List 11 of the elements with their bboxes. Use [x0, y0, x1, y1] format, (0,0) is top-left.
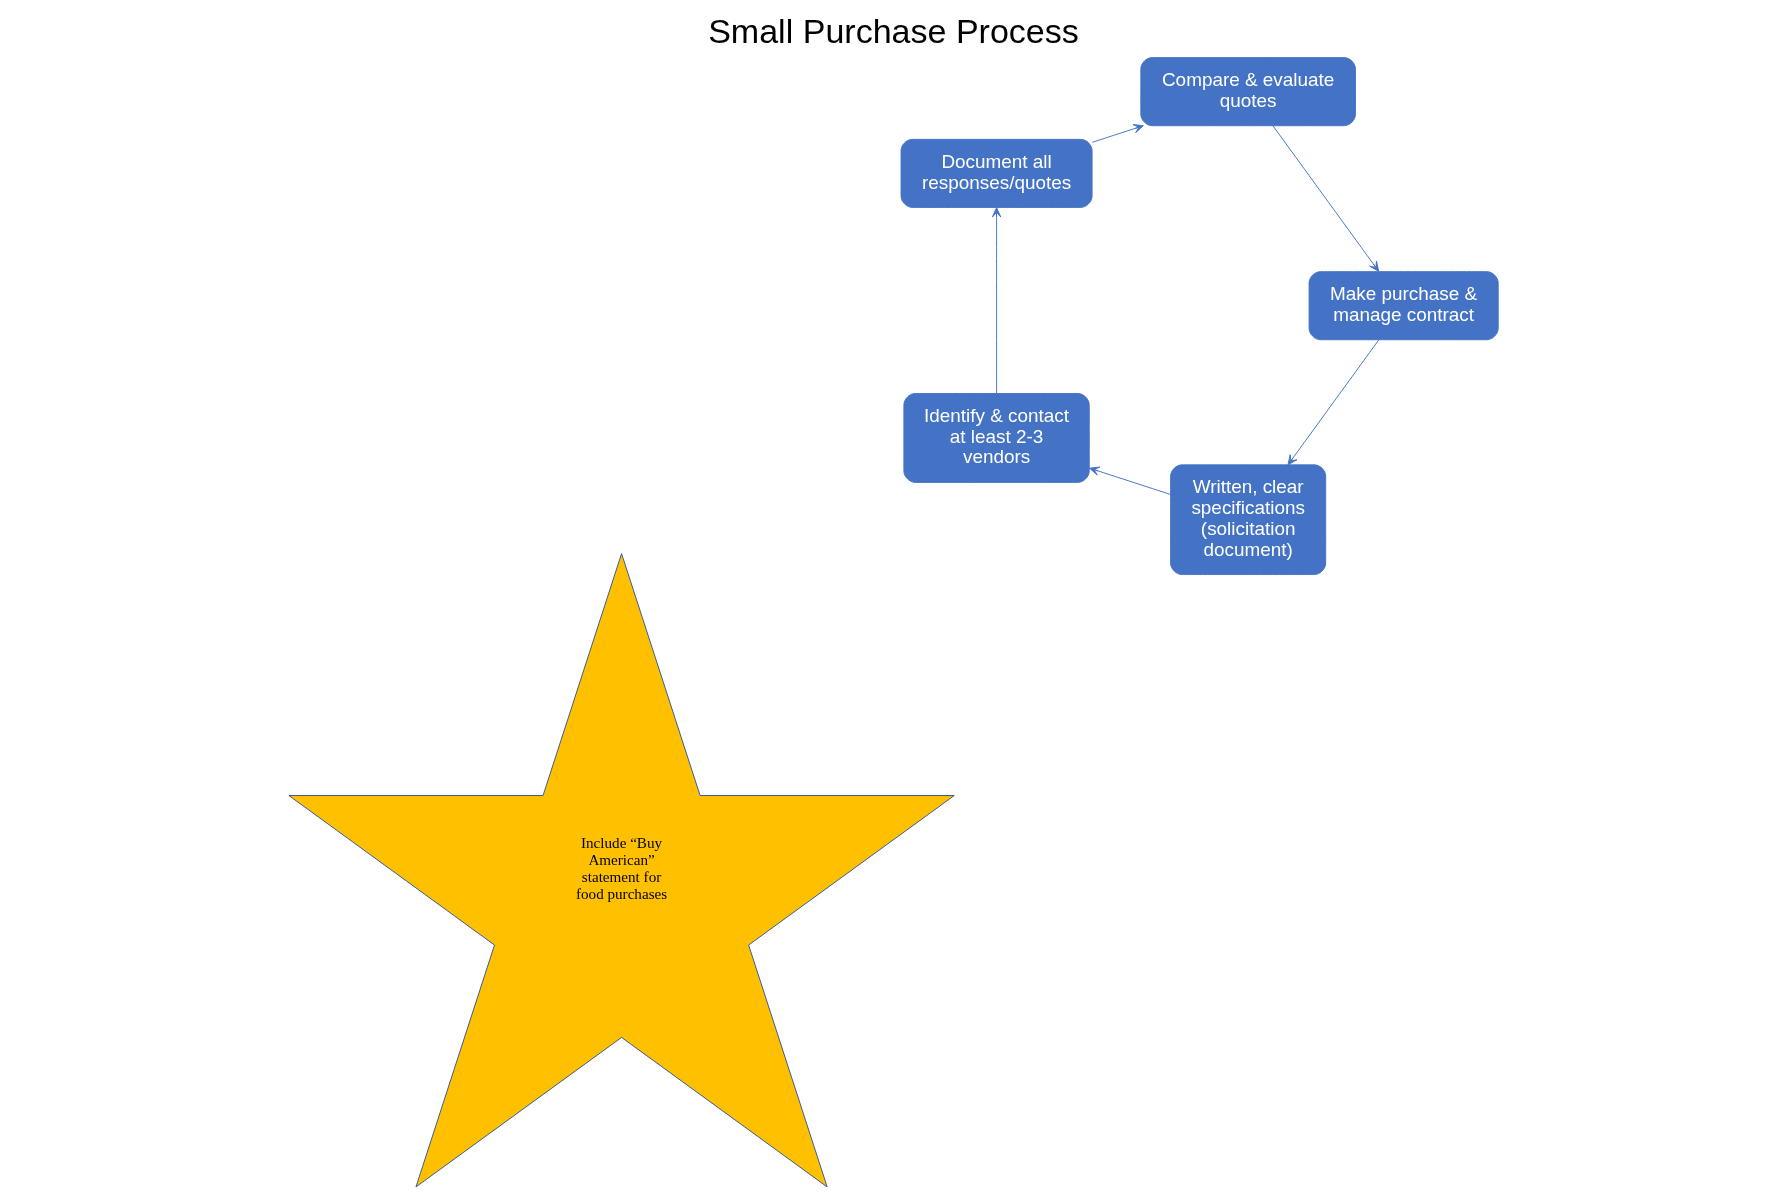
node-box: Identify & contact at least 2-3 vendors — [903, 393, 1090, 483]
arrow — [1287, 339, 1380, 466]
arrow — [1091, 124, 1144, 143]
arrow — [1089, 466, 1171, 495]
diagram-title: Small Purchase Process — [708, 12, 1079, 51]
node-box: Make purchase & manage contract — [1308, 271, 1499, 341]
node-box: Compare & evaluate quotes — [1140, 57, 1356, 127]
node-box: Document all responses/quotes — [900, 138, 1093, 208]
arrow — [1272, 125, 1380, 272]
arrow — [991, 207, 1002, 394]
node-box: Written, clear specifications (solicitation document) — [1170, 464, 1327, 575]
